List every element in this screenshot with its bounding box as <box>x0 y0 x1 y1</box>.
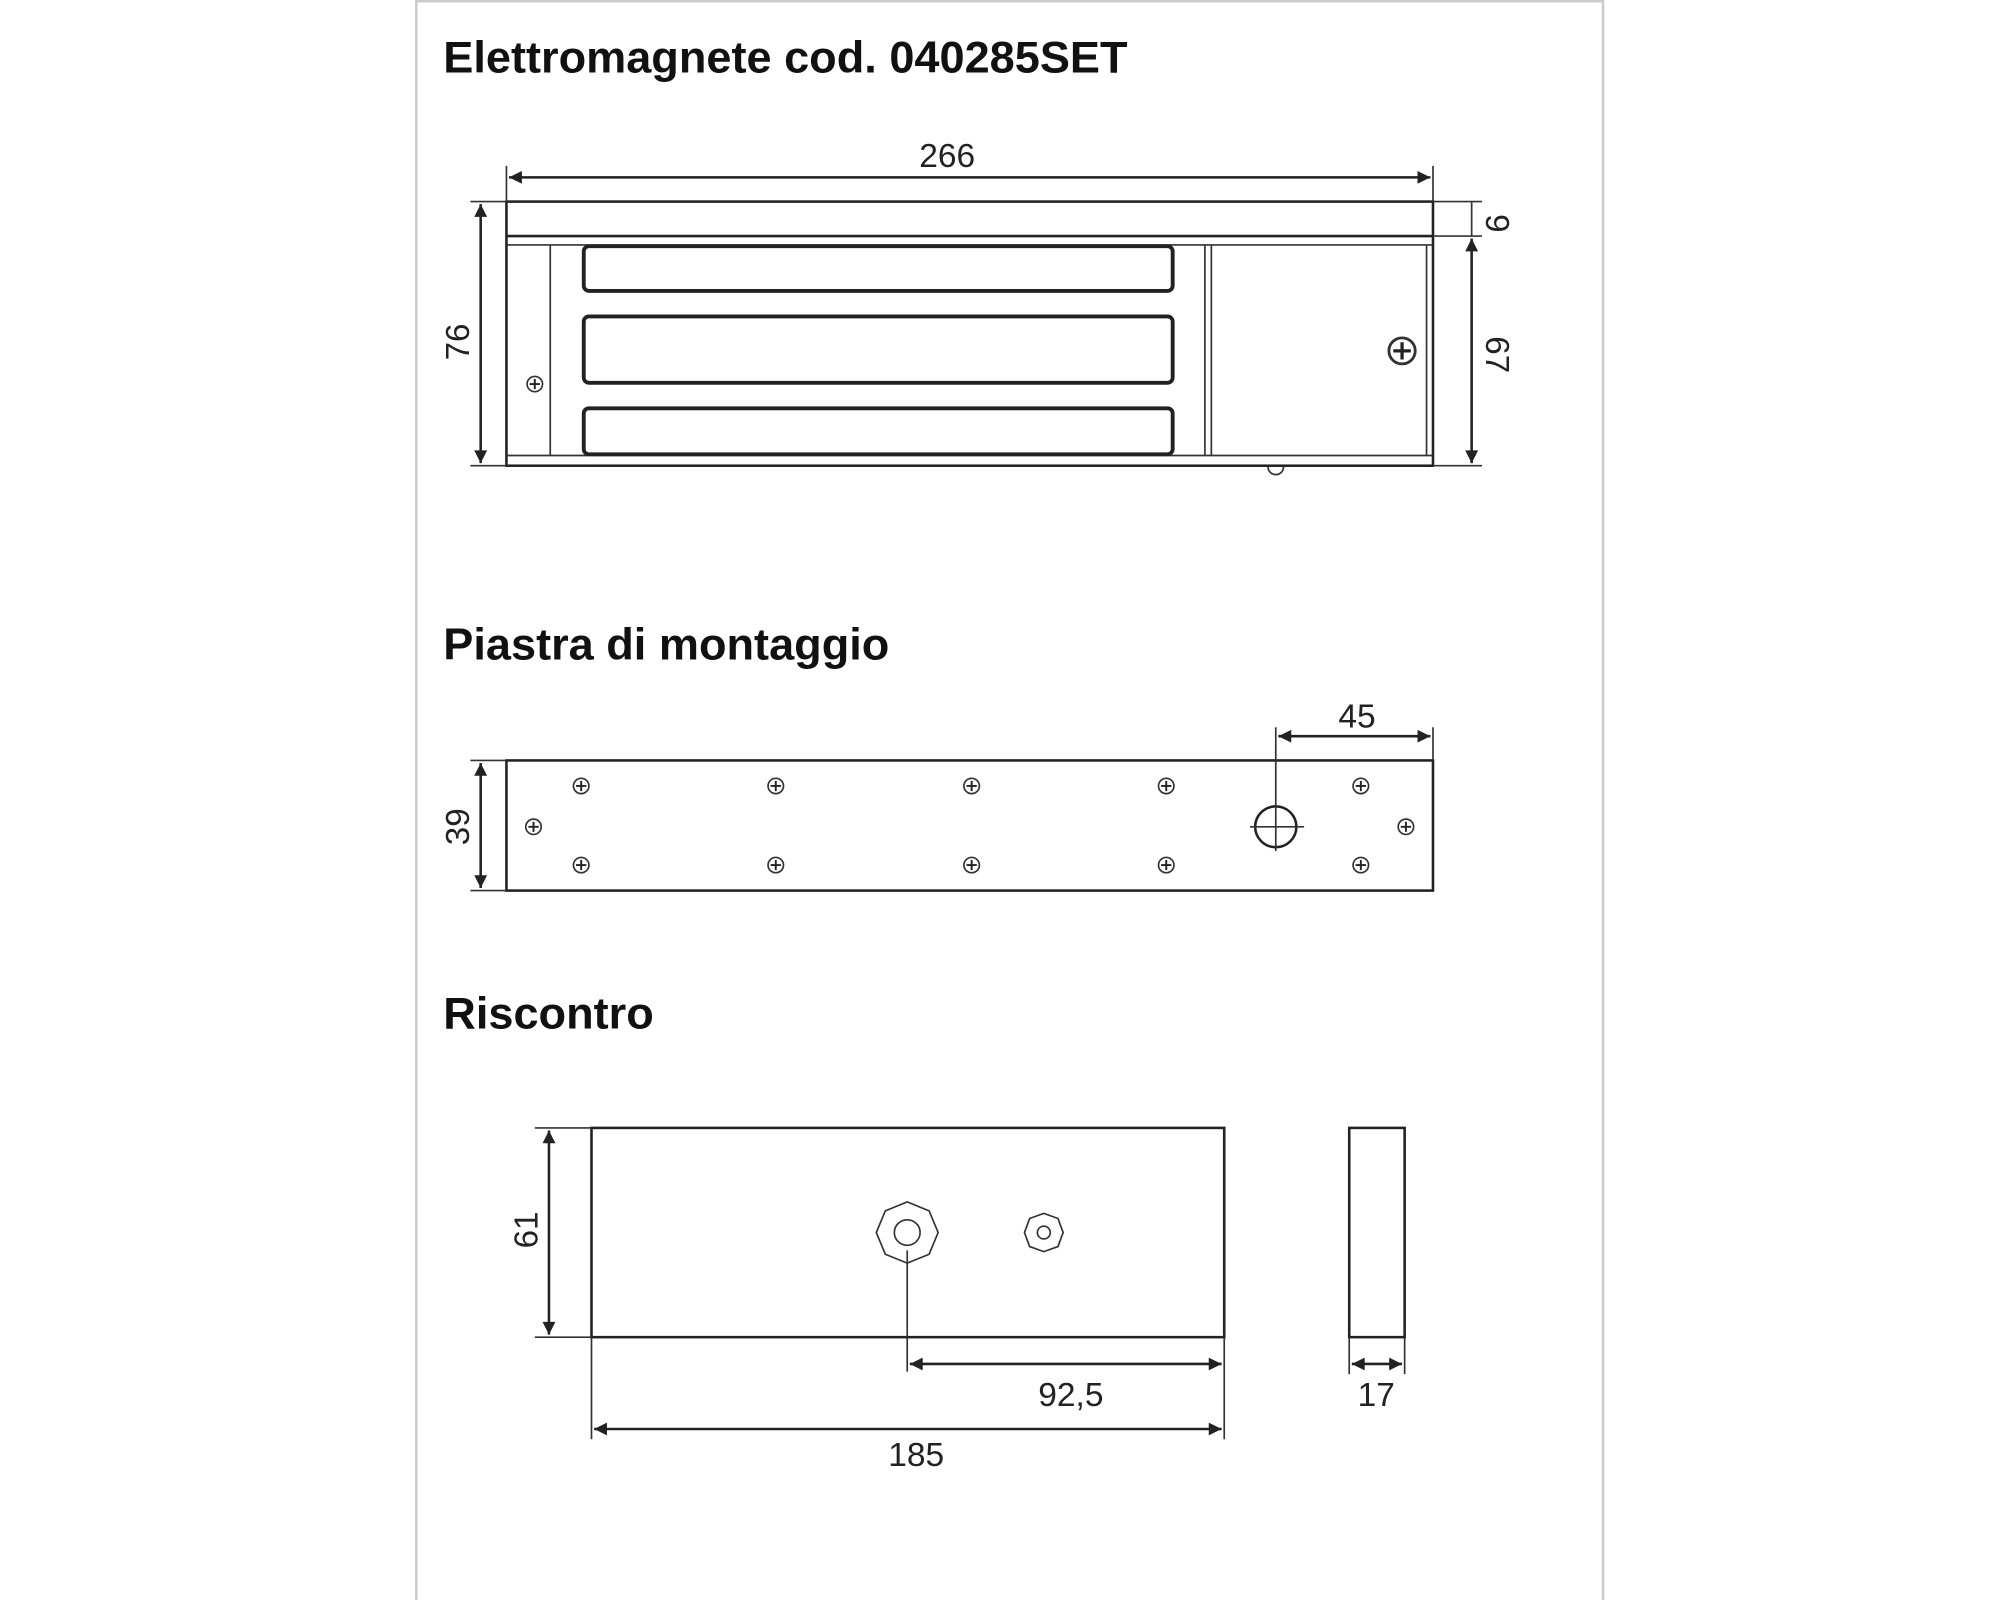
screw-icon <box>962 856 981 874</box>
screw-icon <box>1352 777 1370 795</box>
dim-thickness-17: 17 <box>1358 1377 1395 1414</box>
screw-icon <box>767 777 785 795</box>
screw-icon <box>572 777 590 795</box>
armature-side-view <box>1347 1126 1406 1339</box>
screw-icon <box>572 856 590 874</box>
screw-icon <box>1352 856 1370 874</box>
screw-icon <box>526 375 544 393</box>
screw-icon <box>962 777 981 795</box>
dim-height-61: 61 <box>508 1212 545 1249</box>
dim-height-76: 76 <box>440 323 477 360</box>
screw-icon <box>1157 856 1175 874</box>
armature-dimensions <box>534 1127 1406 1440</box>
armature-title: Riscontro <box>443 988 653 1039</box>
screw-icon <box>1397 818 1415 836</box>
armature-drawing <box>590 1126 1406 1372</box>
screw-icon <box>1157 777 1175 795</box>
mounting-plate-title: Piastra di montaggio <box>443 619 889 670</box>
screw-icon <box>767 856 785 874</box>
dim-offset-45: 45 <box>1338 698 1375 735</box>
dim-body-67: 67 <box>1478 336 1515 373</box>
mounting-plate-drawing <box>505 727 1435 892</box>
nut-small <box>1023 1212 1065 1253</box>
screw-icon <box>524 818 543 836</box>
magnet-coil-bar <box>581 406 1175 457</box>
magnet-coil-bar <box>581 244 1175 293</box>
dim-center-92-5: 92,5 <box>1038 1377 1103 1414</box>
mounting-plate-dimensions <box>470 727 1434 892</box>
dim-plate-9: 9 <box>1478 214 1515 232</box>
dim-height-39: 39 <box>440 808 477 845</box>
dim-width-266: 266 <box>919 138 975 175</box>
electromagnet-drawing <box>505 200 1435 476</box>
magnet-coil-bar <box>581 314 1175 385</box>
screw-icon <box>1387 336 1417 366</box>
electromagnet-title: Elettromagnete cod. 040285SET <box>443 32 1127 83</box>
electromagnet-dimensions <box>470 165 1482 467</box>
dim-width-185: 185 <box>888 1437 944 1474</box>
